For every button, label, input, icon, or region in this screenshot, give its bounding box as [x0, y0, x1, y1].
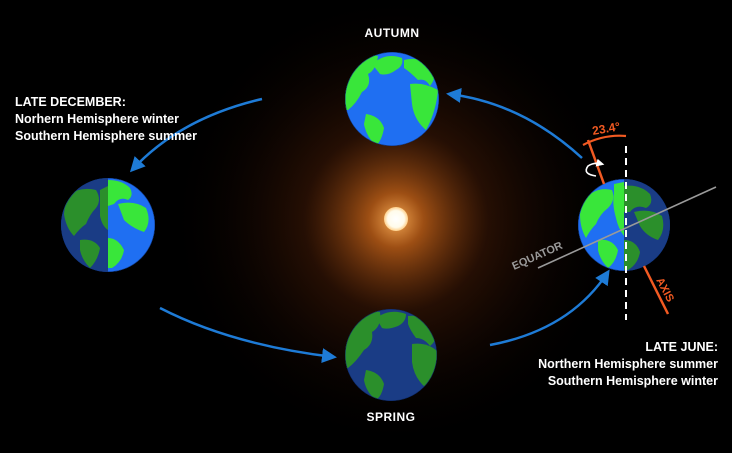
- season-label-spring: SPRING: [366, 410, 416, 424]
- equator-line: [537, 186, 717, 269]
- june-caption-north: Northern Hemisphere summer: [538, 357, 718, 371]
- earth-june: [578, 179, 670, 271]
- orbit-arrow-top-right: [446, 88, 583, 159]
- june-caption-south: Southern Hemisphere winter: [547, 374, 718, 388]
- june-caption: LATE JUNE: Northern Hemisphere summer So…: [538, 339, 718, 390]
- december-caption: LATE DECEMBER: Norhern Hemisphere winter…: [15, 94, 197, 145]
- season-label-autumn: AUTUMN: [364, 26, 420, 40]
- earth-december: [61, 178, 155, 272]
- earth-autumn: [345, 52, 439, 146]
- december-caption-north: Norhern Hemisphere winter: [15, 112, 179, 126]
- orbit-arrow-bottom-right: [489, 269, 610, 347]
- orbit-arrow-top-left: [129, 97, 263, 173]
- december-caption-title: LATE DECEMBER:: [15, 95, 126, 109]
- axis-line-lower: [642, 265, 670, 315]
- june-caption-title: LATE JUNE:: [645, 340, 718, 354]
- tilt-angle-arc: [582, 134, 627, 146]
- december-caption-south: Southern Hemisphere summer: [15, 129, 197, 143]
- rotation-arrow-icon: [585, 158, 605, 177]
- sun: [384, 207, 408, 231]
- orbit-arrow-bottom-left: [159, 306, 337, 364]
- tilt-angle-label: 23.4°: [591, 119, 621, 138]
